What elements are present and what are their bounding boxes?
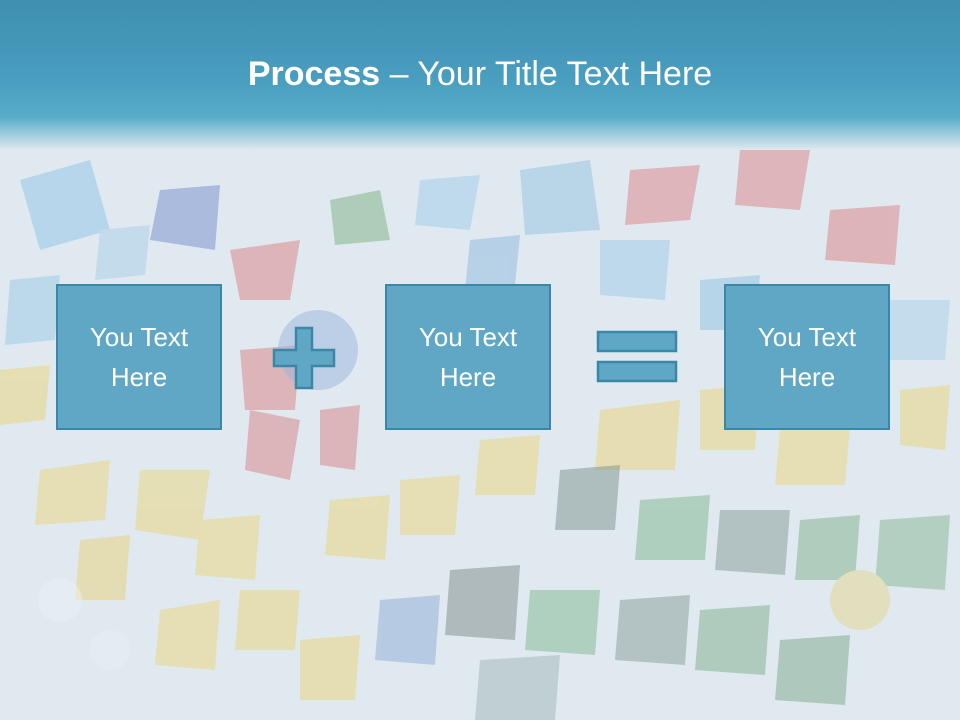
text-box-1-content: You Text Here <box>90 317 188 397</box>
text-box-1[interactable]: You Text Here <box>56 284 222 430</box>
title-rest: – Your Title Text Here <box>380 55 713 93</box>
equals-icon <box>596 330 678 383</box>
text-box-1-line1: You Text <box>89 322 189 352</box>
text-box-2-line2: Here <box>439 362 497 392</box>
text-box-1-line2: Here <box>110 362 168 392</box>
text-box-3-content: You Text Here <box>758 317 856 397</box>
plus-icon <box>272 326 336 390</box>
text-box-3-line2: Here <box>778 362 836 392</box>
text-box-3-line1: You Text <box>757 322 857 352</box>
text-box-2[interactable]: You Text Here <box>385 284 551 430</box>
text-box-2-line1: You Text <box>418 322 518 352</box>
title-bar <box>0 0 960 150</box>
text-box-2-content: You Text Here <box>419 317 517 397</box>
text-box-3[interactable]: You Text Here <box>724 284 890 430</box>
slide-title: Process – Your Title Text Here <box>0 54 960 94</box>
title-bold: Process <box>247 55 381 93</box>
